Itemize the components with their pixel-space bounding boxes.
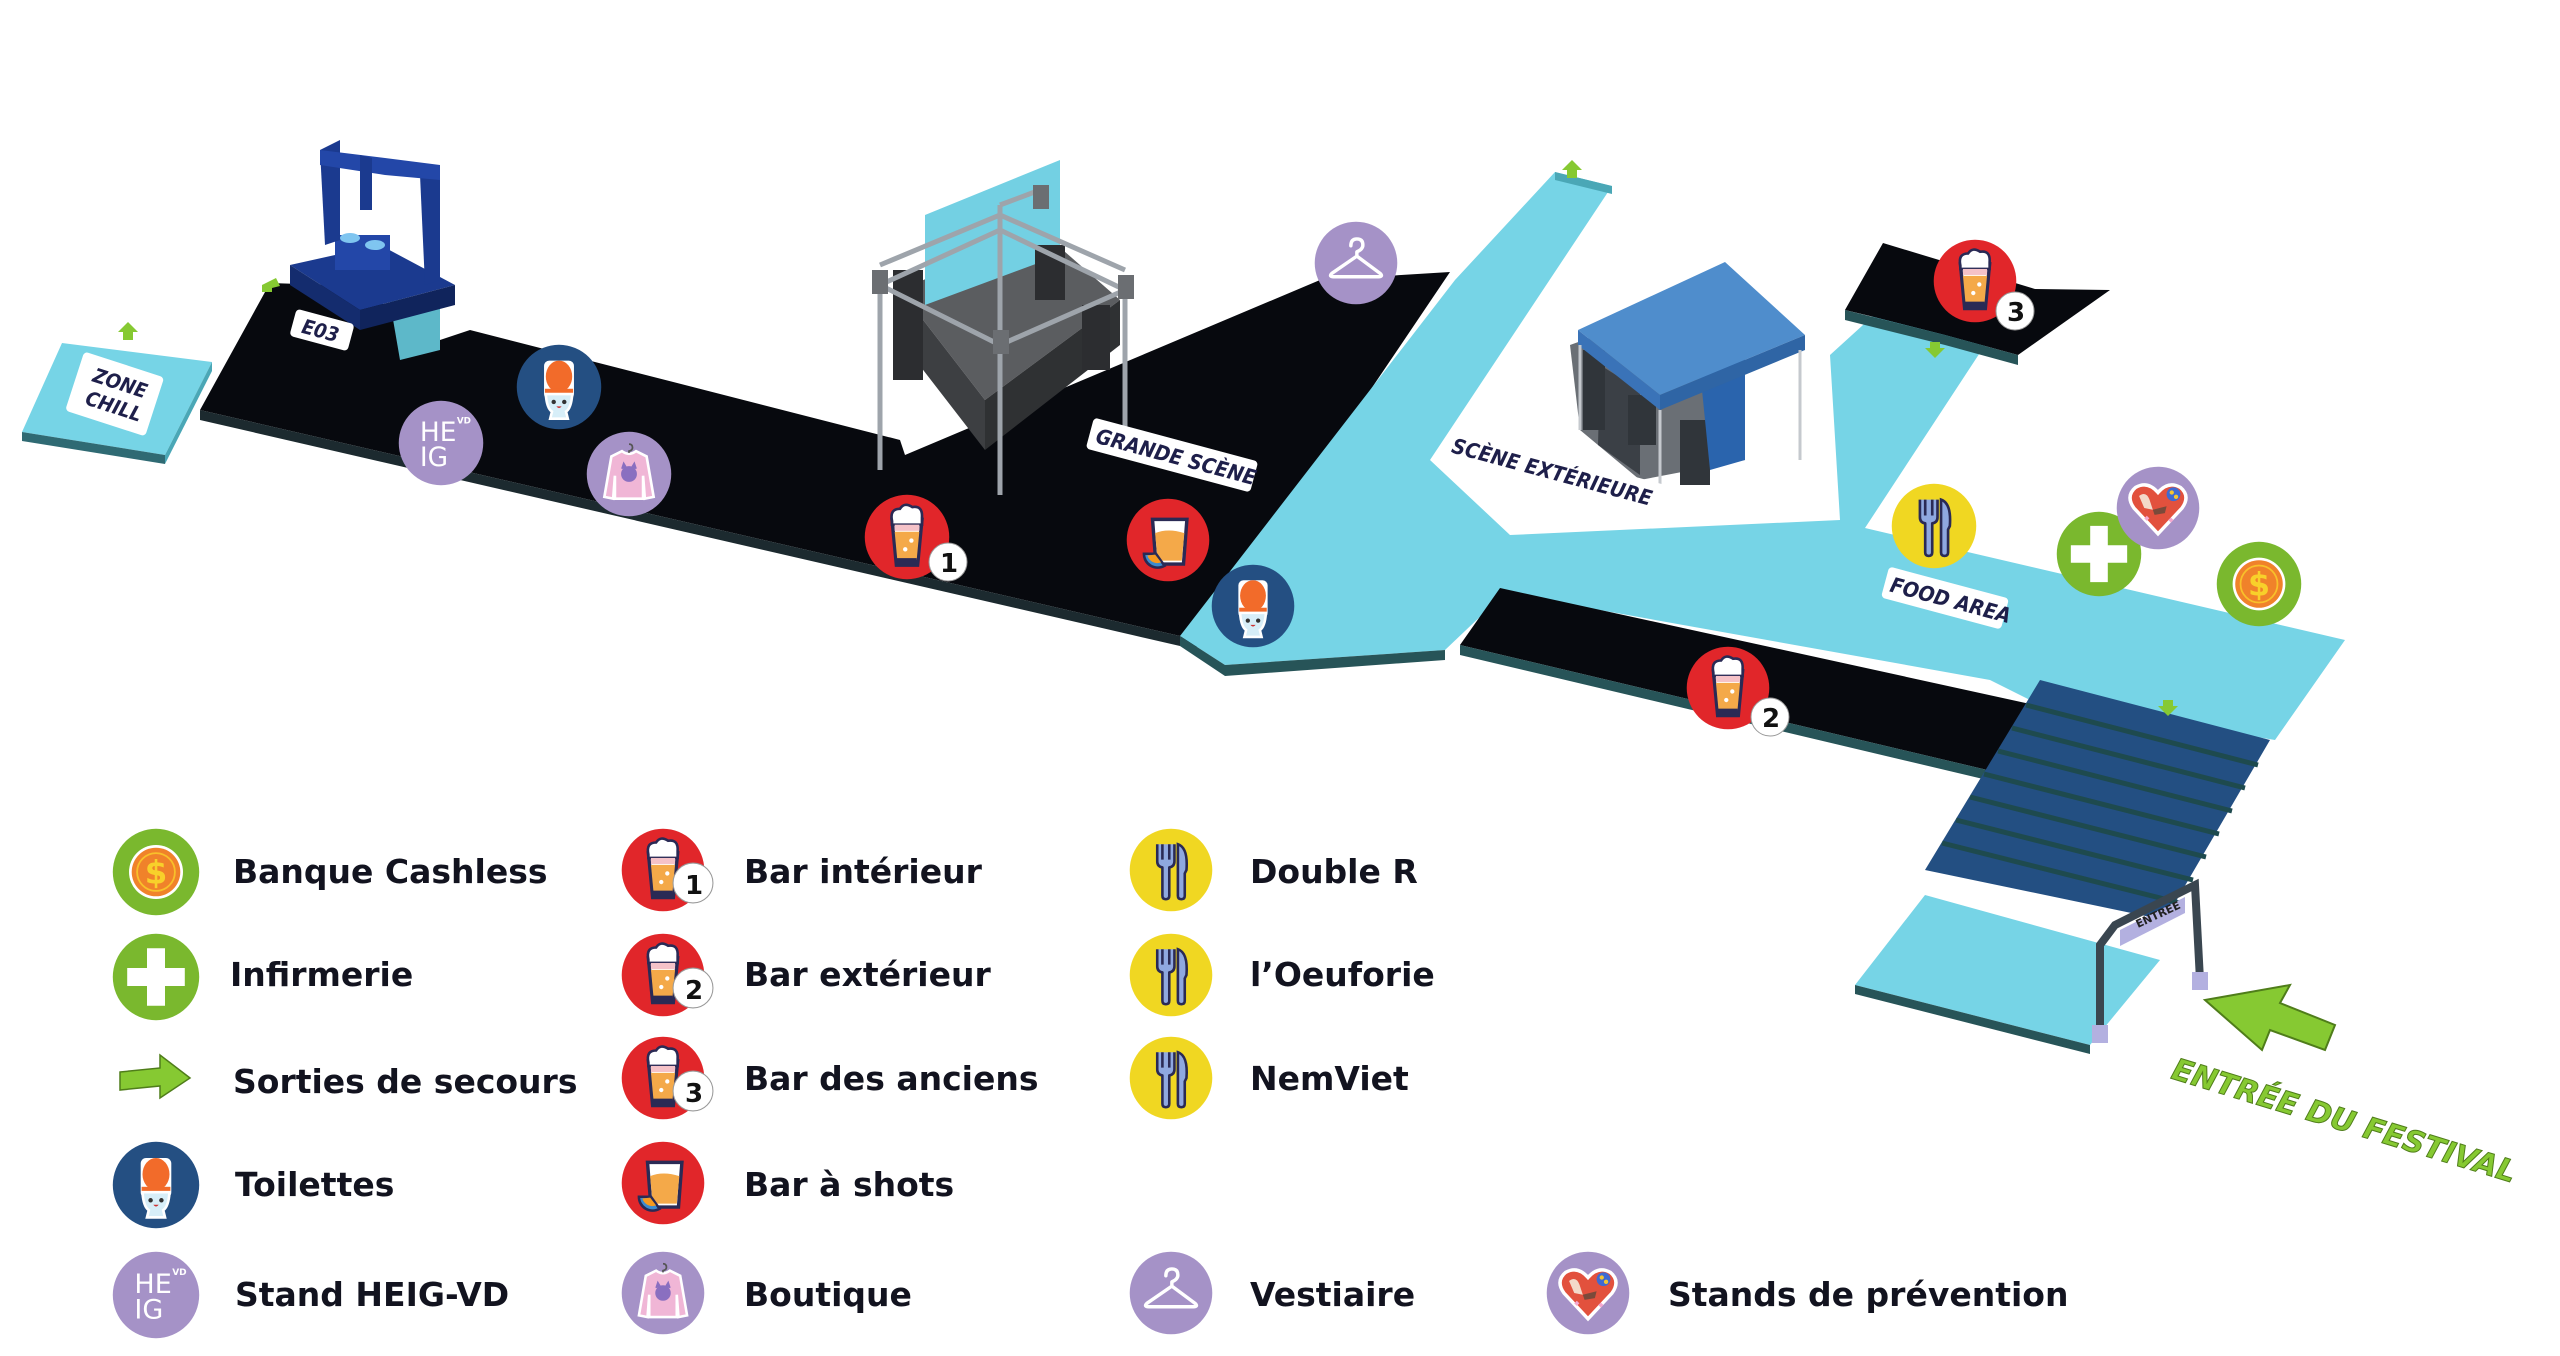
bar-shots-marker[interactable] xyxy=(1125,497,1211,583)
exit-arrow-icon xyxy=(119,1053,192,1100)
toilet-marker-2[interactable] xyxy=(1210,563,1296,649)
svg-text:Infirmerie: Infirmerie xyxy=(230,955,413,994)
bar-anciens-marker[interactable]: 3 xyxy=(1932,238,2035,331)
entrance-stairs[interactable] xyxy=(1925,680,2270,920)
legend-item-prevention: Stands de prévention xyxy=(1545,1250,2068,1336)
exit-arrow-icon xyxy=(1562,160,1582,178)
legend-item-bar-shots: Bar à shots xyxy=(620,1140,954,1226)
fork-knife-icon xyxy=(1128,1035,1214,1121)
emergency-exits xyxy=(118,160,2178,716)
exit-arrow-icon xyxy=(2158,700,2178,716)
entrance-arrow-icon xyxy=(2202,983,2337,1052)
exit-arrow-icon xyxy=(262,278,280,292)
svg-text:l’Oeuforie: l’Oeuforie xyxy=(1250,955,1435,994)
fork-knife-icon xyxy=(1128,932,1214,1018)
medical-cross-icon xyxy=(112,933,200,1021)
svg-text:3: 3 xyxy=(685,1079,703,1109)
svg-text:1: 1 xyxy=(685,871,703,901)
legend-item-toilettes: Toilettes xyxy=(111,1140,394,1230)
svg-text:Bar intérieur: Bar intérieur xyxy=(744,852,983,891)
bar-exterieur-marker[interactable]: 2 xyxy=(1685,645,1790,737)
map-markers: 1 3 2 xyxy=(398,220,2303,737)
exit-arrow-icon xyxy=(1925,342,1945,358)
svg-text:Bar extérieur: Bar extérieur xyxy=(744,955,991,994)
bar-interieur-marker[interactable]: 1 xyxy=(863,493,968,582)
legend-item-infirmerie: Infirmerie xyxy=(112,933,413,1021)
boutique-marker[interactable] xyxy=(585,430,673,518)
svg-text:Toilettes: Toilettes xyxy=(235,1165,394,1204)
vestiaire-marker[interactable] xyxy=(1313,220,1399,306)
coin-icon xyxy=(111,827,201,917)
dj-booth-e03[interactable] xyxy=(290,140,455,330)
svg-text:Boutique: Boutique xyxy=(744,1275,912,1314)
e03-label: E03 xyxy=(290,309,354,351)
svg-text:Stands de prévention: Stands de prévention xyxy=(1668,1275,2068,1314)
svg-text:NemViet: NemViet xyxy=(1250,1059,1409,1098)
legend: Banque Cashless Infirmerie Sorties de se… xyxy=(111,827,2068,1339)
svg-text:Stand HEIG-VD: Stand HEIG-VD xyxy=(235,1275,509,1314)
svg-text:Bar des anciens: Bar des anciens xyxy=(744,1059,1038,1098)
grande-scene-stage[interactable] xyxy=(872,160,1134,495)
legend-item-double-r: Double R xyxy=(1128,827,1418,913)
legend-item-bar-interieur: 1 Bar intérieur xyxy=(620,827,983,913)
heig-logo-icon xyxy=(112,1251,200,1339)
cashless-marker[interactable] xyxy=(2215,540,2303,628)
exit-arrow-icon xyxy=(118,322,138,340)
legend-item-bar-exterieur: 2 Bar extérieur xyxy=(620,932,991,1018)
svg-text:3: 3 xyxy=(2007,298,2025,328)
legend-item-sorties-secours: Sorties de secours xyxy=(119,1053,577,1101)
food-marker[interactable] xyxy=(1890,482,1978,570)
heart-icon xyxy=(1545,1250,1631,1336)
legend-item-bar-anciens: 3 Bar des anciens xyxy=(620,1035,1038,1121)
legend-item-vestiaire: Vestiaire xyxy=(1128,1250,1415,1336)
festival-entrance[interactable]: ENTRÉE DU FESTIVAL xyxy=(2167,983,2521,1191)
svg-text:2: 2 xyxy=(685,976,703,1006)
sweater-icon xyxy=(620,1250,706,1336)
legend-item-boutique: Boutique xyxy=(620,1250,912,1336)
prevention-marker[interactable] xyxy=(2115,465,2201,551)
legend-item-nemviet: NemViet xyxy=(1128,1035,1409,1121)
svg-text:Banque Cashless: Banque Cashless xyxy=(233,852,548,891)
scene-exterieure-stage[interactable] xyxy=(1570,262,1805,485)
svg-text:Bar à shots: Bar à shots xyxy=(744,1165,954,1204)
heig-stand-marker[interactable] xyxy=(398,400,484,486)
legend-item-oeuforie: l’Oeuforie xyxy=(1128,932,1435,1018)
entrance-pad[interactable] xyxy=(1855,895,2160,1054)
svg-text:Sorties de secours: Sorties de secours xyxy=(233,1062,577,1101)
legend-item-banque-cashless: Banque Cashless xyxy=(111,827,548,917)
toilet-marker[interactable] xyxy=(515,343,603,431)
entrance-label: ENTRÉE DU FESTIVAL xyxy=(2168,1051,2521,1190)
svg-text:2: 2 xyxy=(1762,704,1780,734)
svg-text:Double R: Double R xyxy=(1250,852,1418,891)
shot-glass-icon xyxy=(620,1140,706,1226)
legend-item-stand-heig: Stand HEIG-VD xyxy=(112,1251,509,1339)
svg-text:Vestiaire: Vestiaire xyxy=(1250,1275,1415,1314)
hanger-icon xyxy=(1128,1250,1214,1336)
svg-text:1: 1 xyxy=(940,549,958,579)
fork-knife-icon xyxy=(1128,827,1214,913)
toilet-icon xyxy=(111,1140,201,1230)
